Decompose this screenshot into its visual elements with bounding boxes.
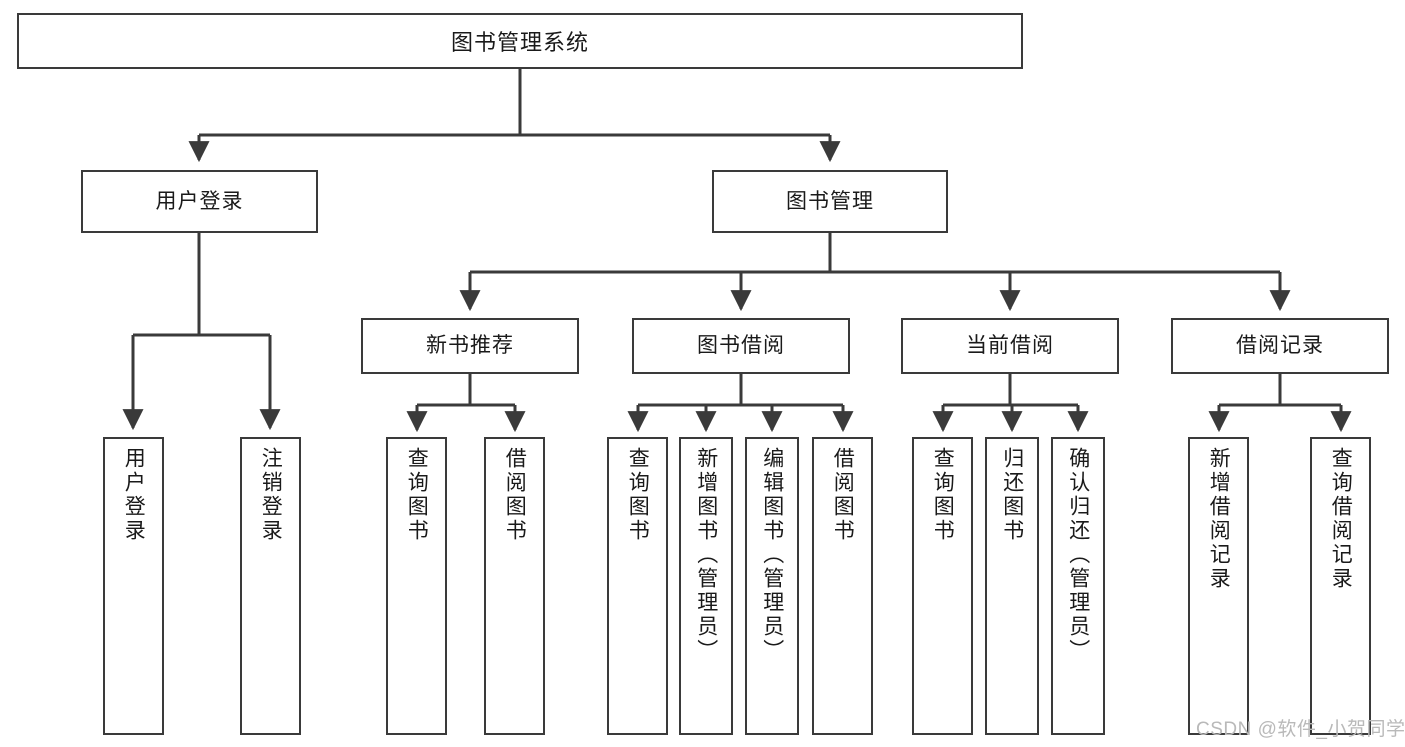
node-label: 注销登录 — [259, 447, 283, 543]
node-leaf-query-book-3[interactable]: 查询图书 — [912, 437, 973, 735]
node-label: 确认归还（管理员） — [1066, 447, 1090, 663]
node-label: 查询借阅记录 — [1329, 447, 1353, 591]
node-label: 用户登录 — [122, 447, 146, 543]
node-label: 查询图书 — [405, 447, 429, 543]
node-leaf-return-book[interactable]: 归还图书 — [985, 437, 1039, 735]
node-leaf-confirm-return-admin[interactable]: 确认归还（管理员） — [1051, 437, 1105, 735]
node-label: 新书推荐 — [426, 334, 514, 358]
node-label: 新增图书（管理员） — [694, 447, 718, 663]
node-book-manage[interactable]: 图书管理 — [712, 170, 948, 233]
node-label: 图书管理 — [786, 189, 874, 213]
node-new-book-recommend[interactable]: 新书推荐 — [361, 318, 579, 374]
node-user-login[interactable]: 用户登录 — [81, 170, 318, 233]
node-leaf-borrow-book-1[interactable]: 借阅图书 — [484, 437, 545, 735]
node-label: 借阅图书 — [831, 447, 855, 543]
node-root-system[interactable]: 图书管理系统 — [17, 13, 1023, 69]
node-label: 用户登录 — [155, 189, 244, 213]
node-leaf-edit-book-admin[interactable]: 编辑图书（管理员） — [745, 437, 799, 735]
node-label: 借阅图书 — [503, 447, 527, 543]
node-label: 归还图书 — [1000, 447, 1024, 543]
node-label: 新增借阅记录 — [1207, 447, 1231, 591]
node-leaf-borrow-book-2[interactable]: 借阅图书 — [812, 437, 873, 735]
node-leaf-query-book-2[interactable]: 查询图书 — [607, 437, 668, 735]
node-leaf-query-borrow-record[interactable]: 查询借阅记录 — [1310, 437, 1371, 735]
node-label: 当前借阅 — [966, 334, 1054, 358]
node-label: 编辑图书（管理员） — [760, 447, 784, 663]
watermark-text: CSDN @软件_小贺同学 — [1196, 719, 1405, 740]
node-current-borrow[interactable]: 当前借阅 — [901, 318, 1119, 374]
node-label: 查询图书 — [626, 447, 650, 543]
node-label: 图书管理系统 — [450, 30, 589, 55]
node-leaf-add-book-admin[interactable]: 新增图书（管理员） — [679, 437, 733, 735]
node-label: 查询图书 — [931, 447, 955, 543]
node-leaf-add-borrow-record[interactable]: 新增借阅记录 — [1188, 437, 1249, 735]
node-leaf-user-login[interactable]: 用户登录 — [103, 437, 164, 735]
node-leaf-user-logout[interactable]: 注销登录 — [240, 437, 301, 735]
node-label: 借阅记录 — [1236, 334, 1324, 358]
node-label: 图书借阅 — [697, 334, 785, 358]
node-book-borrow[interactable]: 图书借阅 — [632, 318, 850, 374]
node-leaf-query-book-1[interactable]: 查询图书 — [386, 437, 447, 735]
node-borrow-record[interactable]: 借阅记录 — [1171, 318, 1389, 374]
